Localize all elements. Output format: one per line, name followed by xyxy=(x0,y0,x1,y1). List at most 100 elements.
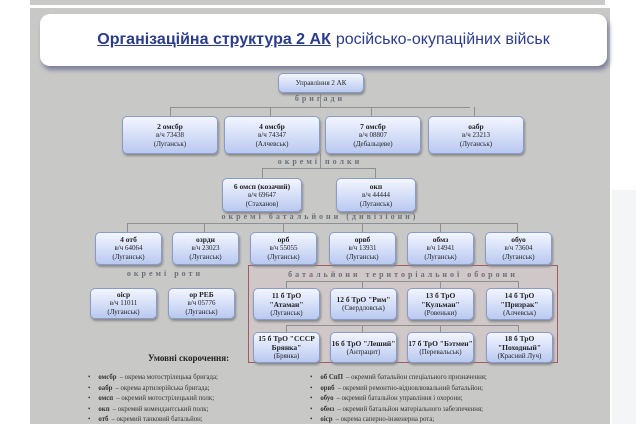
abbreviation-meaning: – окрема саперно-інженерна рота; xyxy=(335,416,435,423)
connector-line xyxy=(262,168,376,169)
legend-item: омсп– окремий мотострілецький полк; xyxy=(88,394,218,405)
tro-box[interactable]: 11 б ТрО "Атаман"(Луганськ) xyxy=(253,288,320,320)
unit-name: 7 омсбр xyxy=(360,121,386,131)
legend-item: отб– окремий танковий батальйон; xyxy=(88,415,218,426)
unit-city: (Алчевськ) xyxy=(503,308,536,317)
connector-line xyxy=(371,107,372,116)
unit-number: в/ч 73438 xyxy=(155,130,185,139)
unit-name: 18 б ТрО "Походный" xyxy=(497,334,541,352)
unit-number: в/ч 69647 xyxy=(247,190,277,199)
unit-name: 12 б ТрО "Рим" xyxy=(336,295,391,304)
legend-item: окп– окремий комендантський полк; xyxy=(88,405,218,416)
unit-name: оабр xyxy=(468,121,484,131)
unit-name: оіср xyxy=(116,290,131,299)
unit-city: (Луганськ) xyxy=(270,308,303,317)
connector-line xyxy=(375,168,376,178)
unit-city: (Антрацит) xyxy=(346,347,381,356)
unit-city: (Луганськ) xyxy=(267,253,300,261)
unit-name: обуо xyxy=(511,235,526,244)
legend-title: Умовні скорочення: xyxy=(148,353,230,363)
unit-number: в/ч 14941 xyxy=(426,244,455,252)
hq-label: Управління 2 АК xyxy=(295,78,347,87)
title-link[interactable]: Організаційна структура 2 АК xyxy=(97,31,331,48)
connector-line xyxy=(440,325,441,332)
abbreviation-meaning: – окремий батальйон спеціального признач… xyxy=(346,374,487,381)
legend-item: омсбр– окрема мотострілецька бригада; xyxy=(88,373,218,384)
tro-box[interactable]: 16 б ТрО "Леший"(Антрацит) xyxy=(330,332,397,363)
connector-line xyxy=(362,281,363,288)
unit-number: в/ч 11011 xyxy=(109,299,138,307)
unit-name: окп xyxy=(369,181,383,191)
unit-city: (Стаханов) xyxy=(245,199,279,208)
section-label: окремі роти xyxy=(126,269,204,278)
unit-city: (Луганськ) xyxy=(153,139,187,148)
connector-line xyxy=(474,107,475,116)
tro-box[interactable]: 15 б ТрО "СССР Брянка"(Брянка) xyxy=(253,332,320,363)
tro-box[interactable]: 14 б ТрО "Призрак"(Алчевськ) xyxy=(486,288,553,320)
connector-line xyxy=(127,223,128,232)
connector-line xyxy=(286,325,287,332)
regiment-box[interactable]: 6 омсп (козачий)в/ч 69647(Стаханов) xyxy=(222,178,302,212)
unit-name: 2 омсбр xyxy=(157,121,183,131)
unit-name: 13 б ТрО "Кульман" xyxy=(421,290,460,309)
unit-city: (Красний Луч) xyxy=(497,352,542,360)
abbreviation-meaning: – окрема артилерійська бригада; xyxy=(115,384,210,392)
abbreviation-meaning: – окремий комендантський полк; xyxy=(112,405,209,413)
unit-name: 11 б ТрО "Атаман" xyxy=(269,290,304,309)
connector-line xyxy=(286,325,519,326)
unit-name: 4 отб xyxy=(120,235,137,244)
connector-line xyxy=(320,91,321,107)
abbreviation: оабр xyxy=(98,384,113,392)
connector-line xyxy=(440,223,441,232)
tro-box[interactable]: 12 б ТрО "Рим"(Свердловськ) xyxy=(330,288,397,320)
title-rest: російсько-окупаційних військ xyxy=(335,31,550,48)
abbreviation-meaning: – окремий танковий батальйон; xyxy=(111,416,203,423)
unit-name: 16 б ТрО "Леший" xyxy=(331,338,396,348)
unit-name: 17 б ТрО "Бэтмен" xyxy=(408,338,473,348)
connector-line xyxy=(518,325,519,332)
legend-item: обмз– окремий батальйон матеріального за… xyxy=(310,405,487,416)
unit-number: в/ч 23023 xyxy=(191,244,220,252)
unit-name: 4 омсбр xyxy=(259,121,285,131)
unit-city: (Луганськ) xyxy=(185,308,218,316)
unit-city: (Луганськ) xyxy=(359,199,393,208)
legend-item: об СпП– окремий батальйон спеціального п… xyxy=(310,373,487,384)
unit-name: обмз xyxy=(432,235,449,244)
unit-name: орвб xyxy=(354,235,371,244)
connector-line xyxy=(362,325,363,332)
legend-item: обуо– окремий батальйон управління і охо… xyxy=(310,394,487,405)
legend-item: оабр– окрема артилерійська бригада; xyxy=(88,384,218,395)
unit-number: в/ч 13931 xyxy=(348,244,377,252)
tro-box[interactable]: 13 б ТрО "Кульман"(Ровеньки) xyxy=(407,288,474,320)
unit-name: озрдн xyxy=(196,235,215,244)
connector-line xyxy=(283,223,284,232)
unit-number: в/ч 05776 xyxy=(187,299,216,307)
connector-line xyxy=(362,223,363,232)
unit-number: в/ч 08807 xyxy=(358,130,388,139)
hq-box[interactable]: Управління 2 АК xyxy=(278,73,364,93)
connector-line xyxy=(127,223,518,224)
tro-box[interactable]: 17 б ТрО "Бэтмен"(Перевальськ) xyxy=(407,332,474,363)
unit-city: (Луганськ) xyxy=(346,253,379,261)
unit-city: (Свердловськ) xyxy=(342,304,385,312)
slide-title: Організаційна структура 2 АК російсько-о… xyxy=(40,14,607,66)
tro-box[interactable]: 18 б ТрО "Походный"(Красний Луч) xyxy=(486,332,553,363)
abbreviation: оіср xyxy=(320,416,333,423)
abbreviation: орвб xyxy=(320,384,335,392)
section-label: окремі полки xyxy=(277,157,363,166)
section-label: батальйони територіальної оборони xyxy=(288,270,518,279)
